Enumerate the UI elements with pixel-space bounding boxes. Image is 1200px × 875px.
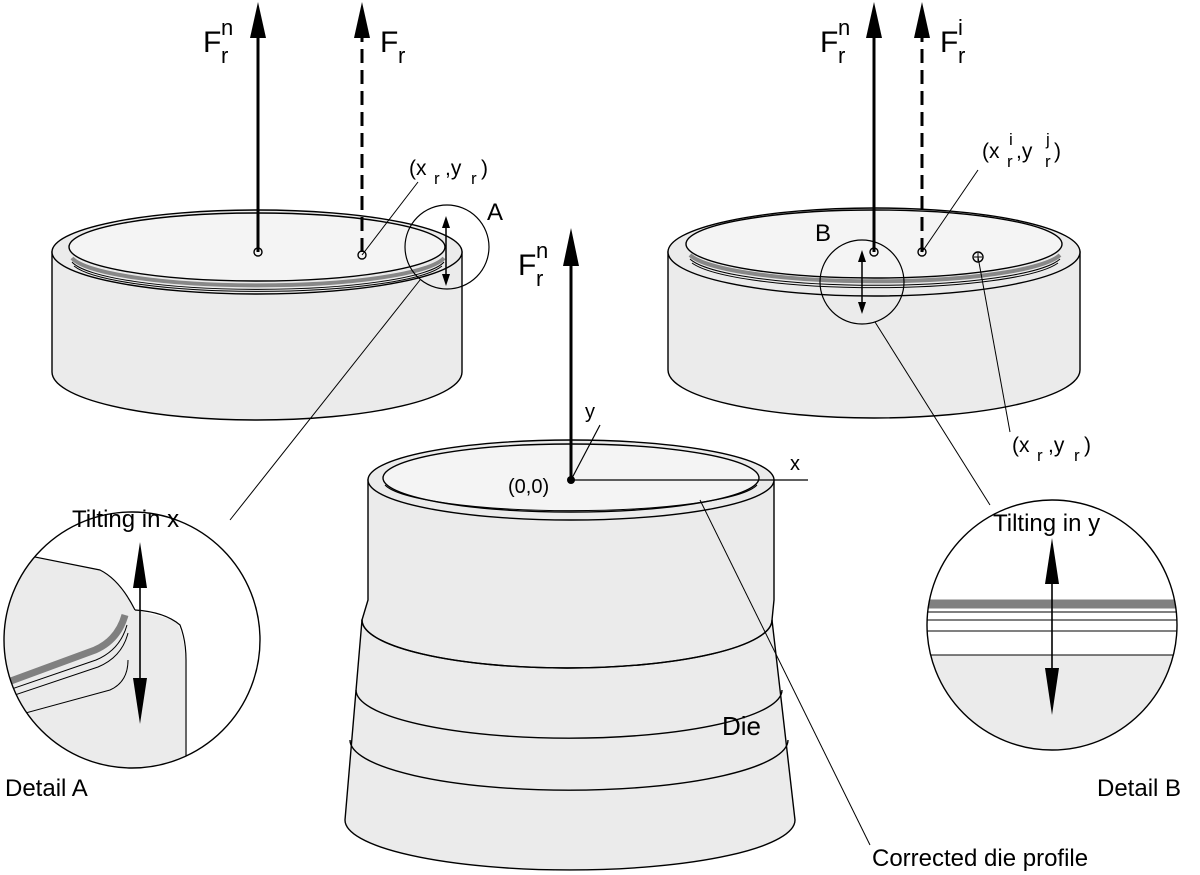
left-frn-F: F bbox=[203, 26, 221, 59]
origin-label: (0,0) bbox=[508, 476, 549, 498]
right-coord-y: ,y bbox=[1048, 434, 1065, 457]
label-right-coord-ij: (x r i ,y r j ) bbox=[982, 130, 1061, 171]
detail-b-marker-circle bbox=[819, 239, 905, 325]
left-coord-close: ) bbox=[481, 157, 488, 180]
label-right-coord: (x r ,y r ) bbox=[1012, 434, 1091, 465]
detail-a-inset bbox=[3, 511, 261, 769]
right-fri-sub: r bbox=[958, 43, 965, 68]
label-left-coord: (x r ,y r ) bbox=[409, 157, 488, 188]
detail-a-caption: Detail A bbox=[5, 775, 88, 802]
right-resultant-point bbox=[972, 251, 984, 263]
detail-b-leader bbox=[874, 321, 991, 506]
right-force-normal-arrow bbox=[866, 2, 882, 257]
left-fr-sub: r bbox=[398, 43, 405, 68]
detail-a-marker-circle bbox=[404, 204, 490, 290]
die-label: Die bbox=[722, 711, 761, 741]
die-frn-F: F bbox=[518, 249, 536, 282]
die-lower-body bbox=[344, 619, 796, 871]
detail-a-small-arrow bbox=[442, 216, 450, 286]
detail-b-marker-label: B bbox=[815, 220, 831, 247]
right-coord-i-leader bbox=[921, 169, 979, 253]
label-right-fr-i: F r i bbox=[940, 15, 965, 68]
left-coord-sub-x: r bbox=[434, 169, 440, 188]
detail-a-leader bbox=[229, 279, 421, 521]
left-frn-sup: n bbox=[221, 15, 233, 40]
right-fri-F: F bbox=[940, 26, 958, 59]
left-punch-body bbox=[51, 251, 463, 421]
right-force-dashed-arrow bbox=[914, 2, 930, 257]
left-fr-F: F bbox=[380, 26, 398, 59]
right-coord-ij-y: ,y bbox=[1016, 140, 1033, 163]
tilting-x-label: Tilting in x bbox=[72, 506, 179, 533]
left-punch-profile-edge bbox=[70, 256, 446, 288]
right-coord-ij-sup-j: j bbox=[1045, 130, 1050, 149]
tilting-y-label: Tilting in y bbox=[993, 510, 1100, 537]
right-coord-ij-open: (x bbox=[982, 140, 1000, 163]
detail-b-tilt-arrow bbox=[1045, 538, 1059, 715]
axis-x-label: x bbox=[790, 453, 800, 475]
detail-b-small-arrow bbox=[858, 250, 866, 314]
die-frn-sub: r bbox=[536, 266, 543, 291]
label-die-fr-n: F r n bbox=[518, 238, 548, 291]
die bbox=[344, 439, 796, 871]
right-coord-open: (x bbox=[1012, 434, 1030, 457]
detail-a-tilt-arrow bbox=[133, 542, 147, 724]
axis-y-label: y bbox=[585, 401, 595, 423]
label-right-fr-n: F r n bbox=[820, 15, 850, 68]
label-left-fr: F r bbox=[380, 26, 405, 68]
detail-a-marker-label: A bbox=[487, 199, 503, 226]
detail-b-inset bbox=[926, 499, 1178, 751]
left-force-dashed-arrow bbox=[354, 2, 370, 260]
detail-b-caption: Detail B bbox=[1097, 775, 1181, 802]
right-frn-sub: r bbox=[838, 43, 845, 68]
left-coord-open: (x bbox=[409, 157, 427, 180]
right-coord-sub-y: r bbox=[1074, 446, 1080, 465]
right-coord-ij-sub-x: r bbox=[1007, 152, 1013, 171]
right-frn-F: F bbox=[820, 26, 838, 59]
y-axis-line bbox=[570, 424, 601, 481]
right-coord-leader bbox=[977, 256, 1011, 433]
corrected-profile-label: Corrected die profile bbox=[872, 845, 1088, 872]
left-frn-sub: r bbox=[221, 43, 228, 68]
die-force-arrow bbox=[563, 228, 579, 484]
right-punch-body bbox=[667, 251, 1081, 419]
right-frn-sup: n bbox=[838, 15, 850, 40]
right-coord-ij-sup-i: i bbox=[1009, 130, 1013, 149]
left-force-normal-arrow bbox=[250, 2, 266, 257]
right-coord-close: ) bbox=[1084, 434, 1091, 457]
die-frn-sup: n bbox=[536, 238, 548, 263]
corrected-profile-leader bbox=[699, 499, 871, 846]
left-coord-sub-y: r bbox=[471, 169, 477, 188]
right-fri-sup: i bbox=[958, 15, 963, 40]
label-left-fr-n: F r n bbox=[203, 15, 233, 68]
left-coord-leader bbox=[361, 181, 419, 256]
right-coord-sub-x: r bbox=[1037, 446, 1043, 465]
right-coord-ij-close: ) bbox=[1054, 140, 1061, 163]
right-coord-ij-sub-y: r bbox=[1045, 152, 1051, 171]
left-coord-y: ,y bbox=[445, 157, 462, 180]
